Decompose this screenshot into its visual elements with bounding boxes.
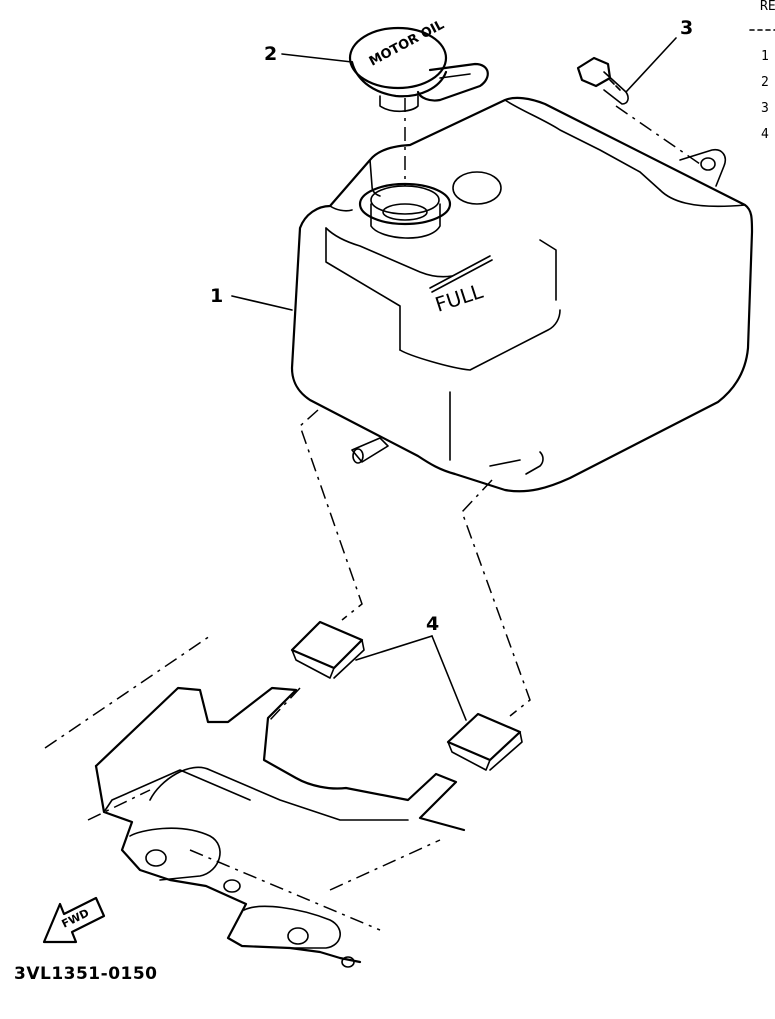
oil-tank: FULL <box>290 96 754 493</box>
callout-1: 1 <box>210 285 223 307</box>
oil-cap: MOTOR OIL <box>348 17 489 113</box>
table-row-3: 3 <box>761 101 769 116</box>
table-header: RE <box>760 0 775 14</box>
table-row-2: 2 <box>761 75 769 90</box>
fwd-arrow-icon: FWD <box>42 896 106 944</box>
cap-text: MOTOR OIL <box>367 17 447 69</box>
callout-leaders <box>231 37 677 721</box>
table-row-1: 1 <box>761 49 769 64</box>
assembly-lines <box>269 98 701 721</box>
callout-4: 4 <box>426 613 439 635</box>
cushion-b <box>446 712 523 771</box>
cushion-a <box>290 620 365 679</box>
bolt <box>576 56 629 105</box>
callout-2: 2 <box>264 43 277 65</box>
drawing-code: 3VL1351-0150 <box>14 964 158 984</box>
frame-bracket <box>44 635 466 968</box>
table-row-4: 4 <box>761 127 769 142</box>
tank-full-label: FULL <box>432 279 486 317</box>
fwd-label: FWD <box>60 906 92 930</box>
parts-table-stub: RE 1 2 3 4 <box>749 0 775 142</box>
callout-3: 3 <box>680 17 693 39</box>
